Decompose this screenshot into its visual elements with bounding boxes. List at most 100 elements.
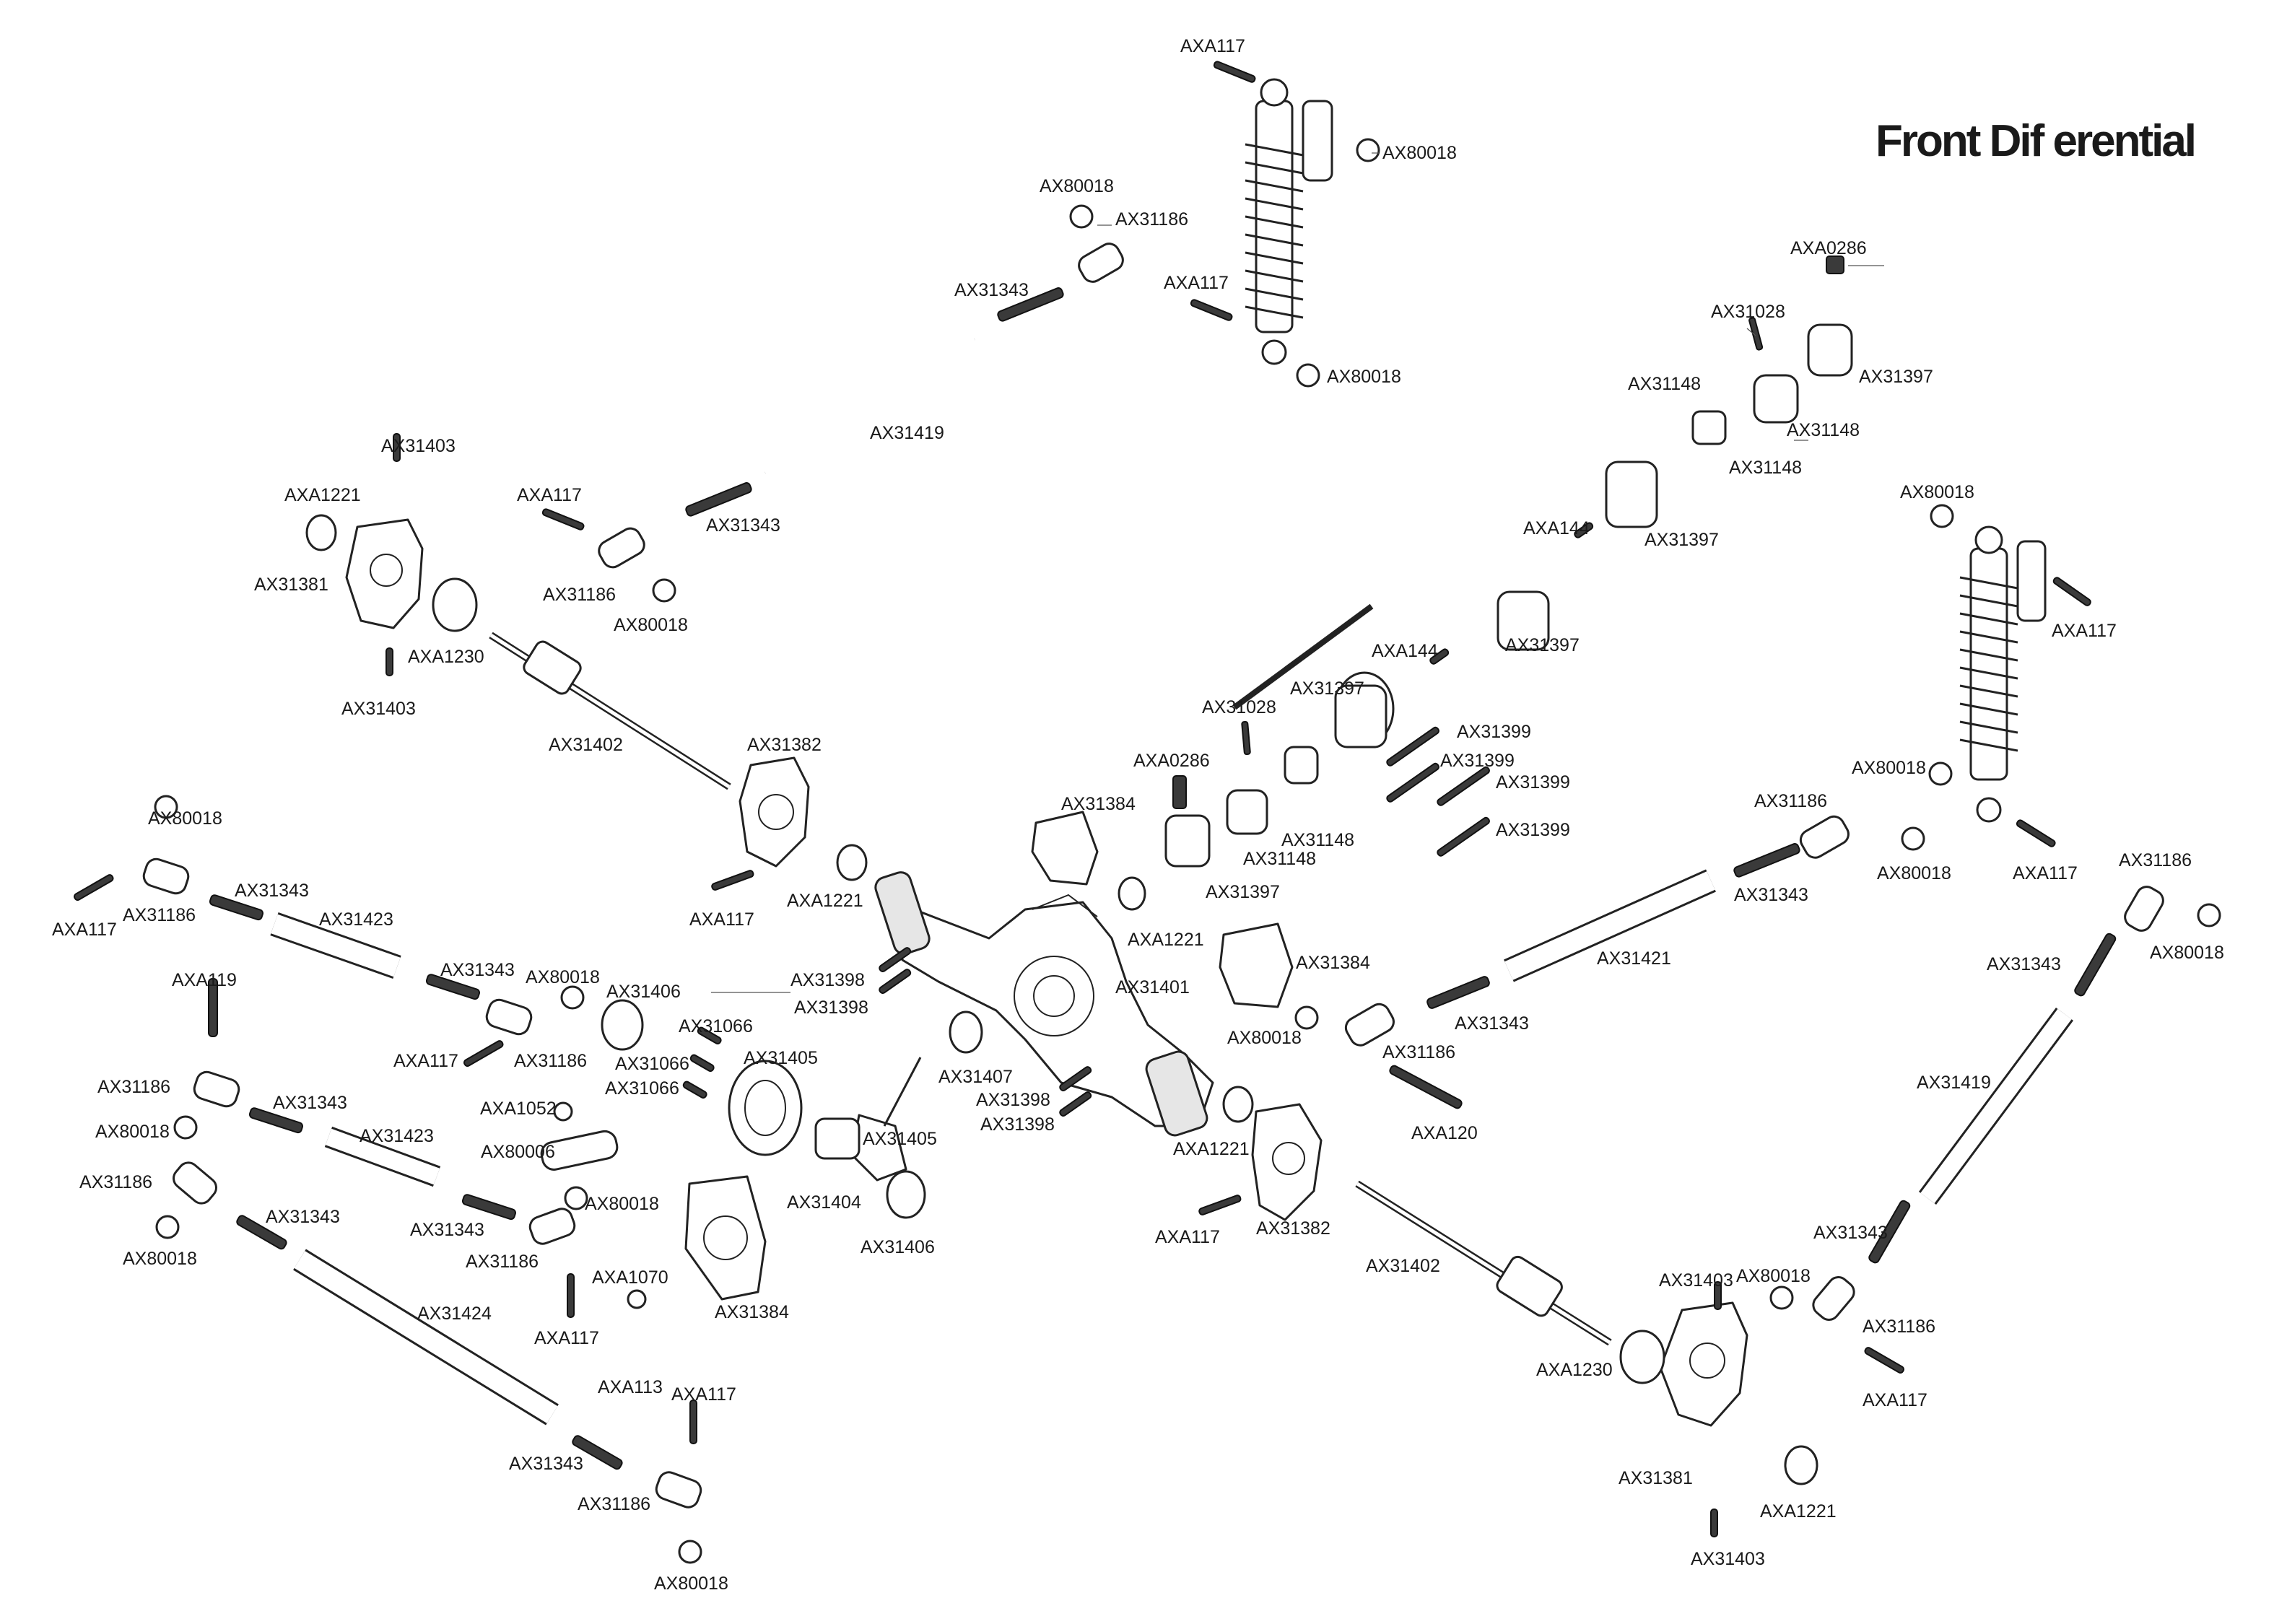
part-label-ax31343: AX31343 [706,515,780,536]
part-label-axa1230: AXA1230 [408,647,484,667]
link-tubes [270,331,2074,1426]
pivot-balls [154,138,2221,1564]
part-label-axa117: AXA117 [2052,621,2117,641]
part-label-axa0286: AXA0286 [1790,238,1867,258]
part-label-ax31399: AX31399 [1440,751,1515,771]
part-label-axa120: AXA120 [1411,1123,1478,1143]
part-label-ax31399: AX31399 [1496,820,1570,840]
part-label-axa1221: AXA1221 [1173,1139,1250,1159]
part-label-ax31343: AX31343 [509,1454,583,1474]
part-label-ax80018: AX80018 [1227,1028,1302,1048]
part-label-ax31384: AX31384 [715,1302,789,1322]
part-label-ax31343: AX31343 [410,1220,484,1240]
part-label-ax31343: AX31343 [235,881,309,901]
part-label-ax31343: AX31343 [1987,954,2061,974]
part-label-ax31402: AX31402 [549,735,623,755]
part-label-ax31186: AX31186 [123,905,196,925]
part-label-ax31382: AX31382 [1256,1218,1330,1239]
part-label-ax80018: AX80018 [1852,758,1926,778]
part-label-ax80018: AX80018 [614,615,688,635]
part-label-ax31401: AX31401 [1115,977,1190,997]
part-label-ax31403: AX31403 [381,436,456,456]
part-label-ax80018: AX80018 [1382,143,1457,163]
part-label-ax31028: AX31028 [1202,697,1276,717]
part-label-ax31343: AX31343 [1455,1013,1529,1034]
part-label-axa119: AXA119 [172,970,237,990]
part-label-ax31398: AX31398 [794,997,868,1018]
part-label-axa117: AXA117 [1155,1227,1220,1247]
part-label-ax31343: AX31343 [1734,885,1808,905]
part-label-axa117: AXA117 [1164,273,1229,293]
part-label-axa1221: AXA1221 [284,485,361,505]
part-label-ax80018: AX80018 [585,1194,659,1214]
screws [73,61,2091,1537]
part-label-axa1221: AXA1221 [787,891,863,911]
part-label-ax31028: AX31028 [1711,302,1785,322]
part-label-ax31406: AX31406 [606,982,681,1002]
part-label-ax31148: AX31148 [1628,374,1701,394]
part-label-ax31148: AX31148 [1729,458,1802,478]
part-label-ax31384: AX31384 [1296,953,1370,973]
part-label-ax31421: AX31421 [1597,948,1671,969]
part-label-ax31406: AX31406 [861,1237,935,1257]
rod-ends [142,243,2164,1509]
part-label-axa117: AXA117 [2013,863,2078,883]
part-label-ax31186: AX31186 [1382,1042,1455,1062]
part-label-axa113: AXA113 [598,1377,663,1397]
part-label-ax31343: AX31343 [1813,1223,1888,1243]
servo-horn [540,1057,922,1309]
part-label-axa144: AXA144 [1372,641,1438,661]
part-label-ax31404: AX31404 [787,1192,861,1213]
differential-gears [728,323,1853,1182]
part-label-ax80018: AX80018 [1877,863,1951,883]
part-label-axa117: AXA117 [671,1384,736,1405]
part-label-ax80018: AX80018 [1327,367,1401,387]
steering-knuckles [345,518,1748,1427]
part-label-axa117: AXA117 [1180,36,1245,56]
part-label-ax31186: AX31186 [1115,209,1188,230]
part-label-ax31419: AX31419 [870,423,944,443]
part-label-ax31066: AX31066 [679,1016,753,1036]
part-label-ax31403: AX31403 [1691,1549,1765,1569]
part-label-ax31186: AX31186 [2119,850,2192,870]
shock-absorber-top [1245,78,1333,365]
part-label-ax80018: AX80018 [123,1249,197,1269]
part-label-axa0286: AXA0286 [1133,751,1210,771]
part-label-ax31423: AX31423 [319,909,393,930]
part-label-ax31405: AX31405 [863,1129,937,1149]
diff-covers [684,811,1294,1301]
part-label-ax31397: AX31397 [1290,678,1364,699]
part-label-ax31381: AX31381 [1619,1468,1693,1488]
part-label-ax31402: AX31402 [1366,1256,1440,1276]
part-label-ax31186: AX31186 [97,1077,170,1097]
part-label-axa1221: AXA1221 [1760,1501,1837,1522]
part-label-ax31343: AX31343 [954,280,1029,300]
part-label-ax31186: AX31186 [543,585,616,605]
part-label-ax31186: AX31186 [514,1051,587,1071]
part-label-ax31397: AX31397 [1859,367,1933,387]
threaded-rods [208,287,2117,1470]
part-label-ax31423: AX31423 [360,1126,434,1146]
part-label-ax31381: AX31381 [254,575,328,595]
part-label-ax31407: AX31407 [938,1067,1013,1087]
part-label-ax31397: AX31397 [1206,882,1280,902]
part-label-ax31397: AX31397 [1505,635,1580,655]
shock-absorber-right [1959,525,2047,823]
part-label-ax31343: AX31343 [266,1207,340,1227]
part-label-ax80018: AX80018 [654,1573,728,1594]
part-label-ax31403: AX31403 [1659,1270,1733,1291]
part-label-ax31186: AX31186 [1754,791,1827,811]
part-label-ax31398: AX31398 [976,1090,1050,1110]
part-label-ax80018: AX80018 [148,808,222,829]
part-label-ax31148: AX31148 [1787,420,1860,440]
part-label-ax80006: AX80006 [481,1142,555,1162]
part-label-axa1070: AXA1070 [592,1267,668,1288]
part-label-ax80018: AX80018 [2150,943,2224,963]
part-label-ax31186: AX31186 [578,1494,650,1514]
axle-housing-ax31401 [874,871,1214,1137]
part-label-axa117: AXA117 [393,1051,458,1071]
part-label-ax31186: AX31186 [1863,1317,1935,1337]
part-label-ax80018: AX80018 [95,1122,170,1142]
part-label-axa117: AXA117 [52,920,117,940]
part-label-ax80018: AX80018 [1900,482,1974,502]
